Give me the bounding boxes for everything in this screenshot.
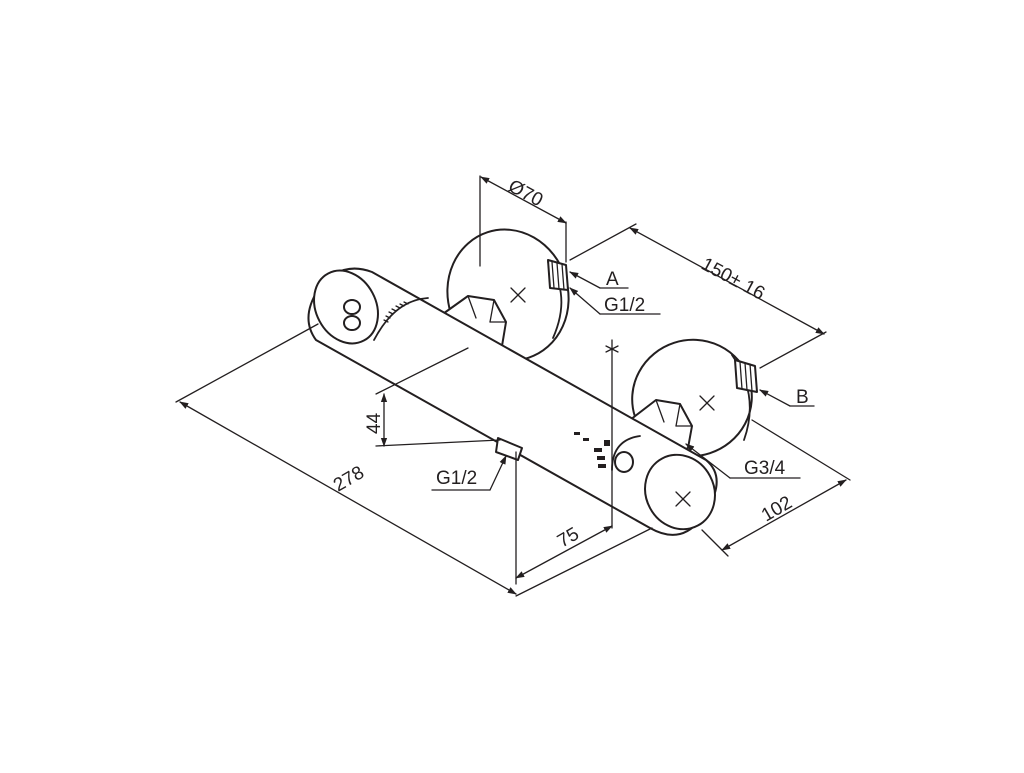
inlet-a-label: A [606, 269, 619, 290]
handle-button [614, 451, 634, 473]
temperature-handle-cap [644, 453, 716, 531]
safety-button [343, 299, 361, 331]
right-connector-thread [734, 359, 758, 393]
grip-ridges [383, 301, 409, 323]
inlet-b-label: B [796, 387, 809, 408]
outlet-callout: G3/4 [685, 443, 801, 479]
vertical-axis-mark [605, 339, 619, 529]
bottom-outlet-thread-label: G1/2 [436, 468, 477, 489]
inlet-a-callout: A G1/2 [569, 269, 661, 316]
outlet-offset-label: 75 [554, 524, 583, 553]
outlet-thread-label: G3/4 [744, 458, 786, 479]
diameter-label: Ø70 [505, 176, 547, 211]
height-label: 44 [364, 412, 385, 434]
bottom-outlet-callout: G1/2 [431, 455, 507, 491]
dimension-length: 278 [175, 323, 653, 597]
left-connector-thread [547, 259, 569, 291]
temperature-scale [574, 432, 610, 468]
inlet-b-callout: B [759, 387, 815, 408]
center-distance-label: 150± 16 [698, 254, 768, 305]
inlet-a-thread-label: G1/2 [604, 295, 645, 316]
depth-label: 102 [758, 492, 796, 526]
